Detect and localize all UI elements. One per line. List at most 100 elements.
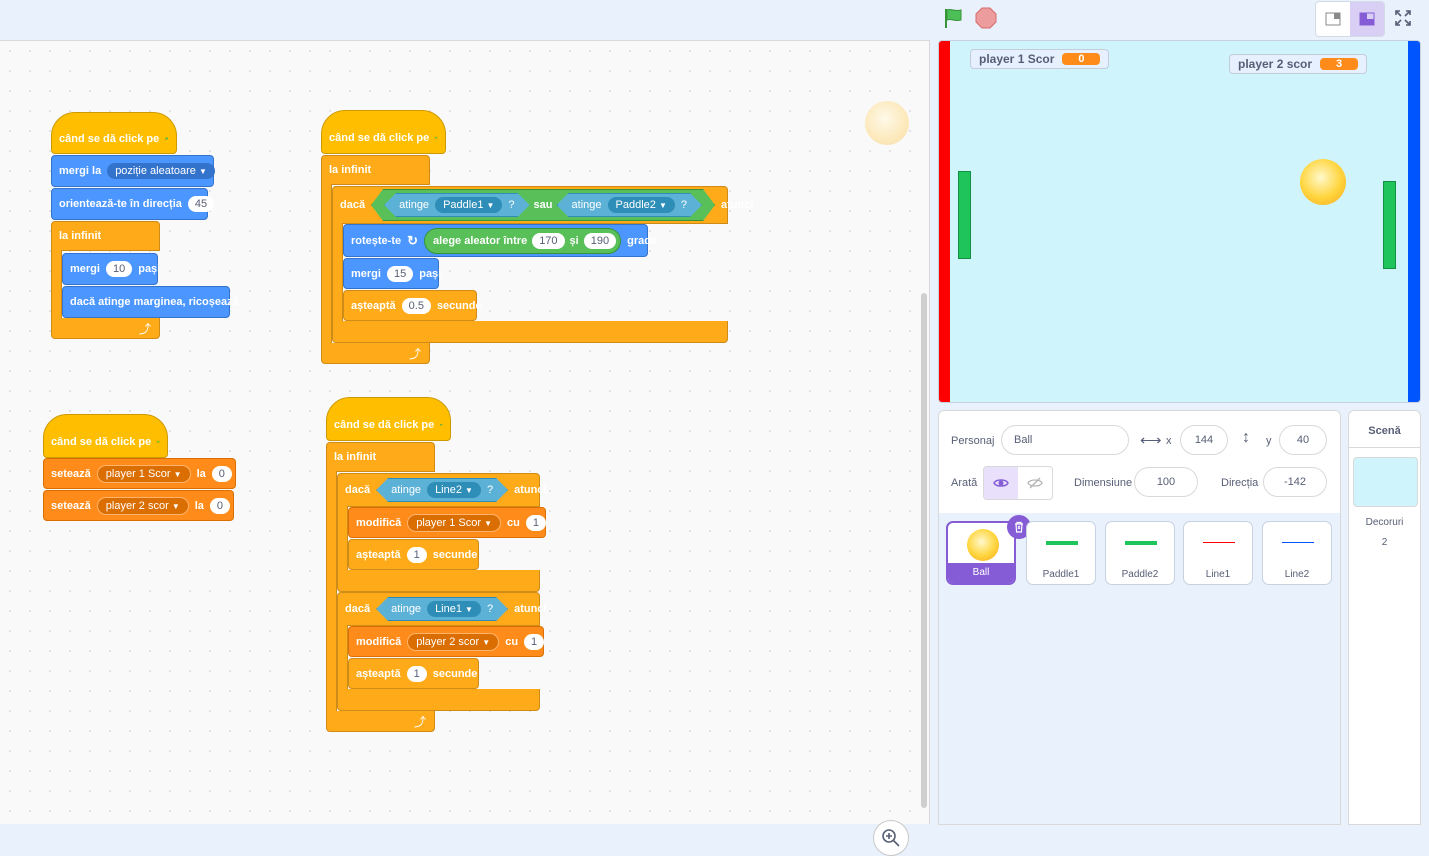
or-operator[interactable]: atinge Paddle1 ▼ ? sau atinge Paddle2 ▼ … [371,189,715,221]
ball-sprite[interactable] [1300,159,1346,205]
backdrop-thumbnail[interactable] [1353,457,1418,507]
wait-input[interactable]: 0.5 [401,297,431,314]
if-then-block[interactable]: dacă atinge Paddle1 ▼ ? sau atinge Paddl… [332,186,753,224]
workspace-scrollbar[interactable] [921,293,927,808]
sprite-info: Personaj Ball ⟷ x 144 ↕ y 40 Arată Dimen… [939,411,1340,514]
visibility-toggle [983,466,1053,500]
when-flag-clicked-hat[interactable]: când se dă click pe [51,112,177,154]
forever-block[interactable]: la infinit [321,155,430,185]
hat-label: când se dă click pe [51,436,152,448]
hide-button[interactable] [1018,467,1052,499]
paddle1-sprite[interactable] [958,171,971,259]
touching-dropdown[interactable]: Line1 ▼ [427,601,481,617]
touching-dropdown[interactable]: Line2 ▼ [427,482,481,498]
forever-block[interactable]: la infinit [51,221,160,251]
point-label: orientează-te în direcția [59,198,182,210]
touching-dropdown[interactable]: Paddle2 ▼ [608,197,675,213]
direction-input[interactable]: 45 [187,196,215,212]
line1-sprite[interactable] [939,41,950,402]
seconds-label: secunde [432,548,478,561]
size-input[interactable]: 100 [1134,467,1198,497]
wait-label: așteaptă [351,299,396,312]
sprite-label: Personaj [951,435,995,447]
touching-block[interactable]: atinge Paddle1 ▼ ? [384,193,529,217]
change-variable-block[interactable]: modifică player 1 Scor ▼ cu 1 [348,507,546,538]
bounce-block[interactable]: dacă atinge marginea, ricoșează [62,286,239,318]
eye-crossed-icon [1027,477,1043,489]
stage[interactable]: player 1 Scor 0 player 2 scor 3 [938,40,1421,403]
variable-dropdown[interactable]: player 1 Scor ▼ [407,513,502,532]
eye-icon [993,479,1009,487]
set-variable-block[interactable]: setează player 1 Scor ▼ la 0 [43,458,236,489]
touching-block[interactable]: atinge Line2 ▼ ? [376,478,508,502]
line2-sprite[interactable] [1408,41,1420,402]
by-label: cu [507,516,520,529]
turn-block[interactable]: rotește-te ↻ alege aleator între 170 și … [343,224,657,257]
question-mark: ? [486,603,494,615]
normal-stage-icon [1359,12,1375,26]
move-block[interactable]: mergi 10 pași [62,253,160,285]
steps-input[interactable]: 15 [386,265,414,282]
change-amount-input[interactable]: 1 [524,633,545,650]
sprite-name: Ball [948,563,1014,583]
wait-input[interactable]: 1 [406,546,427,563]
pick-random-label: alege aleator între [433,234,528,247]
fullscreen-button[interactable] [1386,1,1420,35]
pick-random-block[interactable]: alege aleator între 170 și 190 [424,227,622,254]
sprite-tile-ball[interactable]: Ball [946,515,1031,585]
wait-block[interactable]: așteaptă 1 secunde [348,539,479,570]
go-to-block[interactable]: mergi la poziție aleatoare ▼ [51,155,215,187]
green-flag-icon [165,137,169,141]
sprite-tile-paddle1[interactable]: Paddle1 [1026,521,1096,585]
normal-stage-button[interactable] [1350,2,1384,36]
loop-arrow-icon: ⤴ [138,321,151,336]
variable-dropdown[interactable]: player 2 scor ▼ [407,632,500,651]
show-button[interactable] [984,467,1018,499]
stop-button[interactable] [975,7,997,29]
show-label: Arată [951,477,978,489]
when-flag-clicked-hat[interactable]: când se dă click pe [321,110,446,154]
small-stage-button[interactable] [1316,2,1350,36]
variable-monitor[interactable]: player 2 scor 3 [1229,54,1368,74]
paddle2-sprite[interactable] [1383,181,1396,269]
x-input[interactable]: 144 [1180,425,1228,455]
go-to-dropdown[interactable]: poziție aleatoare ▼ [107,163,215,179]
y-input[interactable]: 40 [1279,425,1327,455]
value-input[interactable]: 0 [209,497,231,514]
zoom-in-button[interactable] [873,820,909,856]
green-flag-button[interactable] [942,6,966,30]
random-max-input[interactable]: 190 [583,232,617,249]
sprite-tile-paddle2[interactable]: Paddle2 [1105,521,1175,585]
variable-dropdown[interactable]: player 2 scor ▼ [96,496,189,515]
sprite-tile-line2[interactable]: Line2 [1262,521,1332,585]
when-flag-clicked-hat[interactable]: când se dă click pe [43,414,168,458]
when-flag-clicked-hat[interactable]: când se dă click pe [326,397,451,441]
change-variable-block[interactable]: modifică player 2 scor ▼ cu 1 [348,626,545,657]
scene-panel[interactable]: Scenă Decoruri 2 [1348,410,1421,825]
y-label: y [1266,435,1272,447]
touching-label: atinge [391,484,422,496]
wait-input[interactable]: 1 [406,665,427,682]
go-to-label: mergi la [59,165,102,177]
touching-block[interactable]: atinge Paddle2 ▼ ? [557,193,702,217]
value-input[interactable]: 0 [211,465,232,482]
touching-dropdown[interactable]: Paddle1 ▼ [435,197,502,213]
dropdown-arrow-icon: ▼ [171,501,180,511]
change-amount-input[interactable]: 1 [525,514,546,531]
touching-block[interactable]: atinge Line1 ▼ ? [376,597,508,621]
forever-block[interactable]: la infinit [326,442,435,472]
variable-monitor[interactable]: player 1 Scor 0 [970,49,1110,69]
direction-input[interactable]: -142 [1263,467,1327,497]
random-min-input[interactable]: 170 [532,232,565,249]
move-block[interactable]: mergi 15 pași [343,258,441,289]
point-direction-block[interactable]: orientează-te în direcția 45 [51,188,215,220]
variable-dropdown[interactable]: player 1 Scor ▼ [96,464,191,483]
steps-input[interactable]: 10 [105,261,133,277]
sprite-name-input[interactable]: Ball [1001,425,1129,455]
if-then-block[interactable]: dacă atinge Line2 ▼ ? atunci [337,473,547,507]
sprite-tile-line1[interactable]: Line1 [1183,521,1253,585]
if-then-block[interactable]: dacă atinge Line1 ▼ ? atunci [337,592,547,626]
wait-block[interactable]: așteaptă 1 secunde [348,658,479,689]
set-variable-block[interactable]: setează player 2 scor ▼ la 0 [43,490,234,521]
wait-block[interactable]: așteaptă 0.5 secunde [343,290,482,321]
